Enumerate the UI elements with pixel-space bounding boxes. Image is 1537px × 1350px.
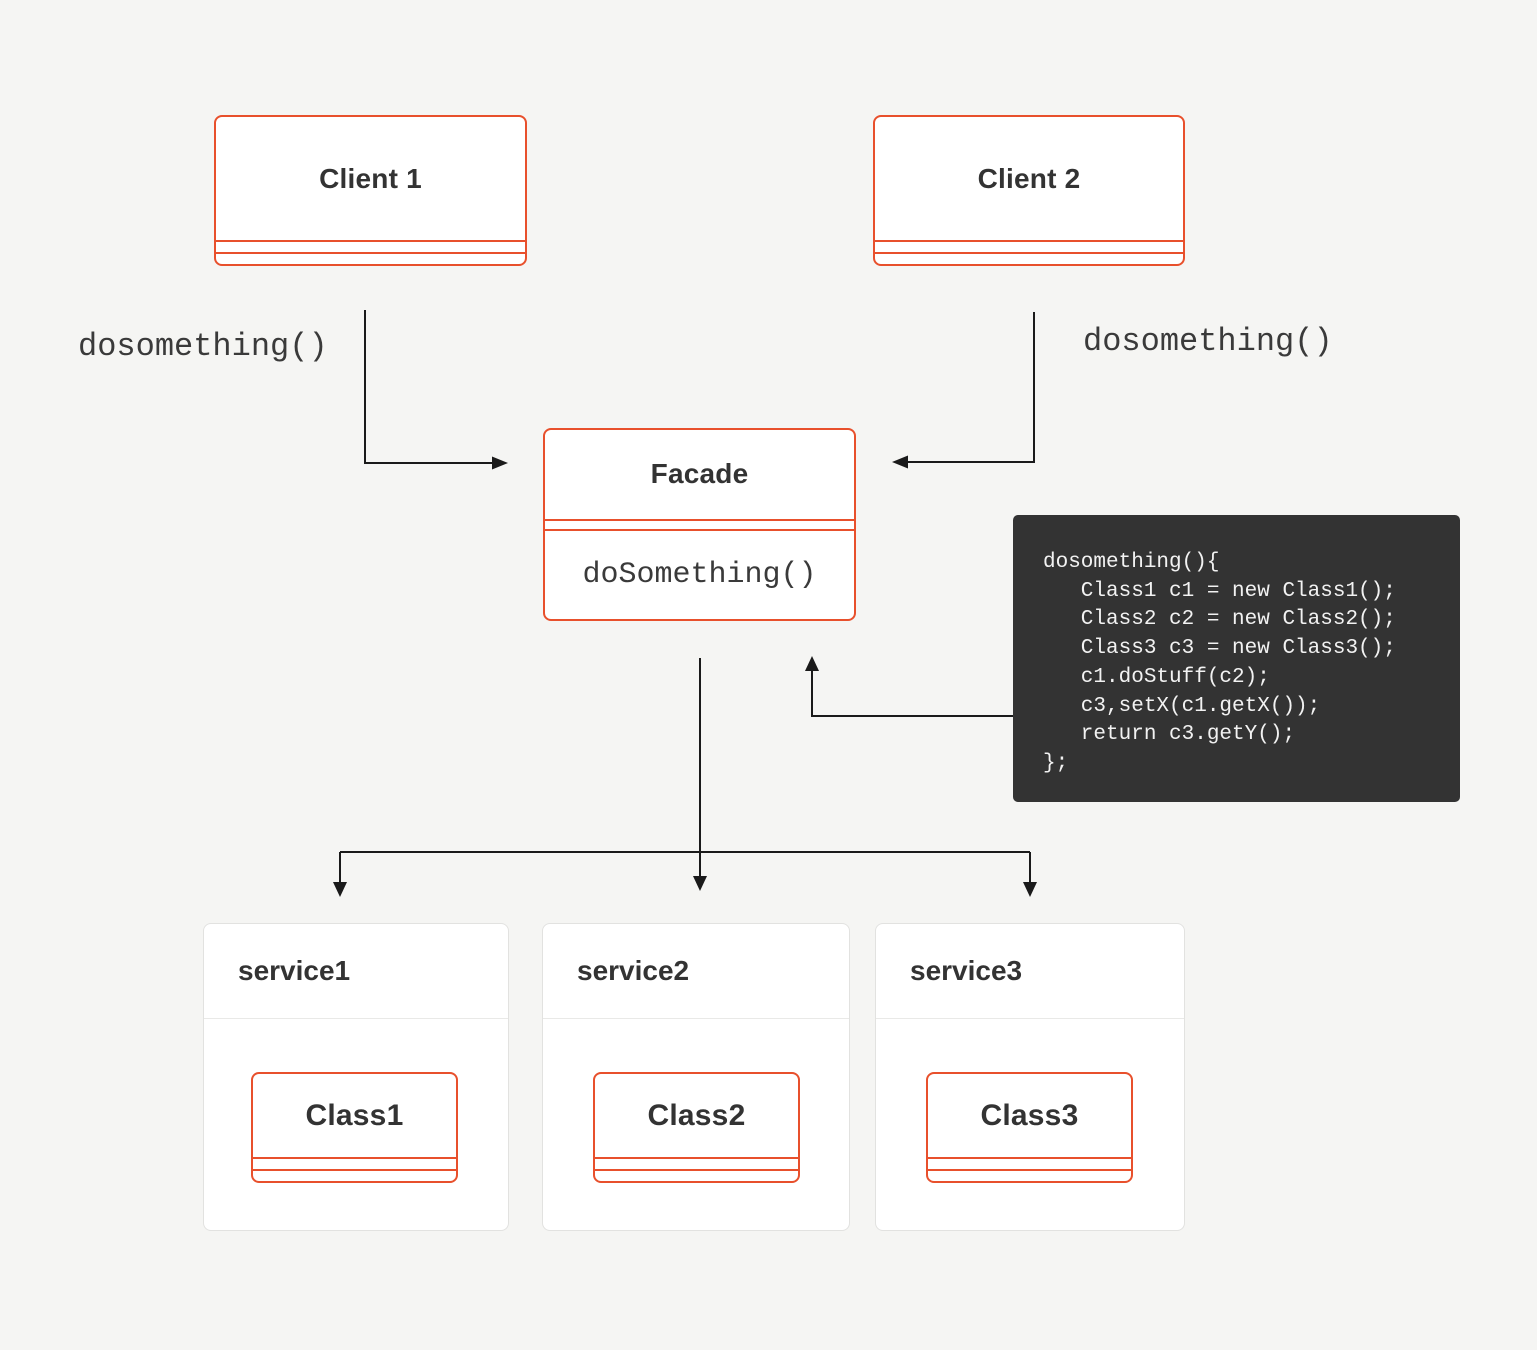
client2-attributes-compartment — [875, 240, 1183, 252]
class2-title: Class2 — [647, 1098, 746, 1132]
client1-call-label: dosomething() — [78, 328, 328, 365]
service2-name: service2 — [543, 924, 849, 1019]
facade-box: Facade doSomething() — [543, 428, 856, 621]
client2-call-label: dosomething() — [1083, 323, 1333, 360]
class3-box: Class3 — [926, 1072, 1133, 1183]
client2-box: Client 2 — [873, 115, 1185, 266]
class1-title: Class1 — [305, 1098, 404, 1132]
client2-methods-compartment — [875, 252, 1183, 264]
class2-box: Class2 — [593, 1072, 800, 1183]
facade-title: Facade — [650, 458, 749, 490]
client1-box: Client 1 — [214, 115, 527, 266]
service1-name: service1 — [204, 924, 508, 1019]
class3-title: Class3 — [980, 1098, 1079, 1132]
class3-methods-compartment — [928, 1169, 1131, 1181]
client1-title: Client 1 — [319, 162, 422, 194]
facade-method-label: doSomething() — [545, 528, 854, 620]
arrow-client1-to-facade — [364, 310, 508, 470]
service3-name: service3 — [876, 924, 1184, 1019]
arrow-client2-to-facade — [892, 312, 1035, 469]
class2-attributes-compartment — [595, 1157, 798, 1169]
client1-methods-compartment — [216, 252, 525, 264]
class1-attributes-compartment — [253, 1157, 456, 1169]
facade-attributes-compartment — [545, 518, 854, 529]
arrow-code-to-facade — [805, 656, 1013, 717]
facade-code-snippet: dosomething(){ Class1 c1 = new Class1();… — [1013, 515, 1460, 802]
class1-methods-compartment — [253, 1169, 456, 1181]
class2-methods-compartment — [595, 1169, 798, 1181]
class3-attributes-compartment — [928, 1157, 1131, 1169]
class1-box: Class1 — [251, 1072, 458, 1183]
code-text: dosomething(){ Class1 c1 = new Class1();… — [1043, 551, 1396, 775]
client2-title: Client 2 — [977, 162, 1081, 194]
client1-attributes-compartment — [216, 240, 525, 252]
arrow-facade-to-services — [333, 658, 1037, 897]
